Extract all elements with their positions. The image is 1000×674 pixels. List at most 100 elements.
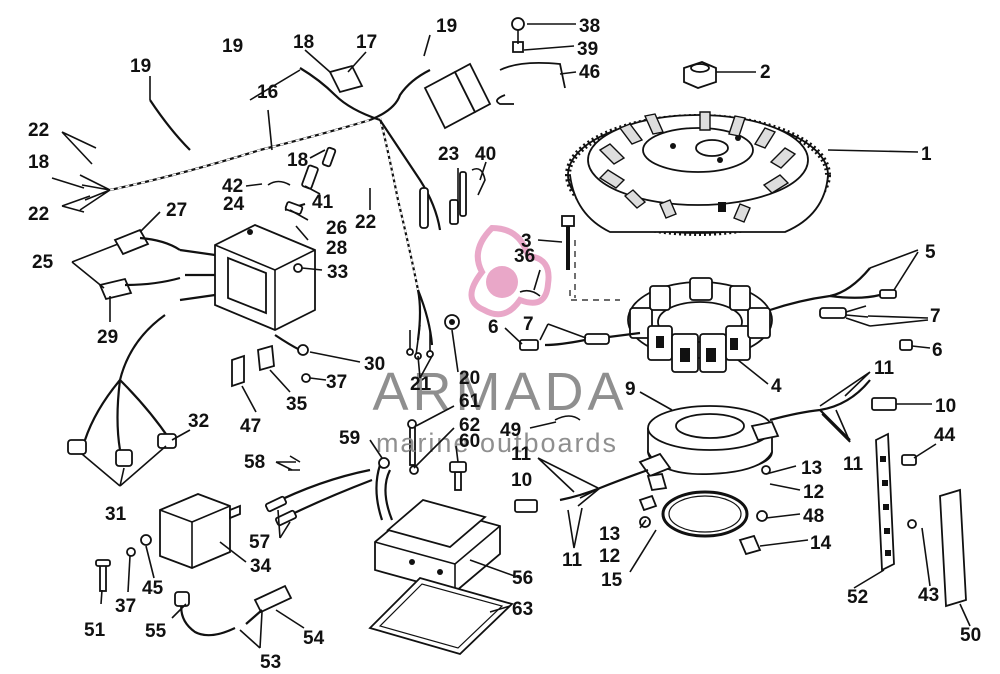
callout-52: 52 — [847, 587, 868, 608]
stator-screw — [561, 215, 575, 270]
callout-49: 49 — [500, 420, 521, 441]
callout-21: 21 — [410, 374, 432, 395]
callout-23: 23 — [438, 144, 459, 165]
callout-11b: 11 — [843, 454, 864, 475]
callout-33: 33 — [327, 262, 348, 283]
callout-46: 46 — [579, 62, 600, 83]
callout-3: 3 — [521, 231, 532, 252]
callout-28: 28 — [326, 238, 347, 259]
callout-38: 38 — [579, 16, 600, 37]
callout-4: 4 — [771, 376, 782, 397]
callout-19b: 19 — [222, 36, 243, 57]
callout-30: 30 — [364, 354, 385, 375]
callout-20: 20 — [459, 368, 480, 389]
callout-26: 26 — [326, 218, 347, 239]
callout-37b: 37 — [115, 596, 136, 617]
callout-36: 36 — [514, 246, 535, 267]
callout-35: 35 — [286, 394, 308, 415]
coil-screw — [95, 559, 111, 592]
callout-13a: 13 — [801, 458, 822, 479]
callout-7b: 7 — [930, 306, 941, 327]
callout-34: 34 — [250, 556, 272, 577]
stator — [627, 277, 773, 373]
callout-45: 45 — [142, 578, 164, 599]
callout-12a: 12 — [803, 482, 824, 503]
callout-7a: 7 — [523, 314, 534, 335]
callout-12b: 12 — [599, 546, 620, 567]
callout-18b: 18 — [28, 152, 49, 173]
callout-40: 40 — [475, 144, 496, 165]
callout-9: 9 — [625, 379, 636, 400]
callout-2: 2 — [760, 62, 771, 83]
callout-19c: 19 — [436, 16, 457, 37]
power-pack — [179, 224, 316, 331]
callout-59: 59 — [339, 428, 360, 449]
trigger-timer-base — [638, 405, 780, 492]
callout-53: 53 — [260, 652, 281, 673]
module-gasket — [368, 576, 514, 656]
callout-22c: 22 — [355, 212, 376, 233]
callout-11c: 11 — [511, 444, 532, 465]
callout-57: 57 — [249, 532, 270, 553]
callout-41: 41 — [312, 192, 334, 213]
callout-labels: 1 2 3 4 5 6 6 7 7 9 10 10 11 11 11 11 12… — [28, 16, 981, 673]
callout-6b: 6 — [932, 340, 943, 361]
propeller-logo-icon — [468, 224, 552, 318]
callout-51: 51 — [84, 620, 106, 641]
callout-13b: 13 — [599, 524, 620, 545]
callout-10a: 10 — [935, 396, 956, 417]
spark-plug-boot — [174, 584, 293, 637]
wire-harness — [79, 67, 442, 346]
callout-56: 56 — [512, 568, 533, 589]
callout-14: 14 — [810, 533, 832, 554]
terminal-strip — [875, 432, 895, 572]
callout-39: 39 — [577, 39, 598, 60]
spark-plug-lead — [67, 228, 181, 467]
callout-19a: 19 — [130, 56, 151, 77]
callout-15: 15 — [601, 570, 623, 591]
callout-32: 32 — [188, 411, 209, 432]
callout-43: 43 — [918, 585, 939, 606]
callout-42: 42 — [222, 176, 243, 197]
callout-11a: 11 — [874, 358, 895, 379]
callout-58: 58 — [244, 452, 265, 473]
rectifier-module — [374, 499, 501, 593]
callout-24: 24 — [223, 194, 245, 215]
brand-tagline: marine outboards — [376, 428, 618, 458]
callout-22b: 22 — [28, 204, 49, 225]
callout-16: 16 — [257, 82, 278, 103]
brand-watermark: ARMADA marine outboards — [372, 224, 624, 458]
callout-22a: 22 — [28, 120, 49, 141]
callout-54: 54 — [303, 628, 325, 649]
callout-62: 62 — [459, 415, 480, 436]
callout-29: 29 — [97, 327, 118, 348]
callout-11d: 11 — [562, 550, 583, 571]
terminal-cover — [939, 488, 967, 608]
callout-44: 44 — [934, 425, 956, 446]
callout-18c: 18 — [287, 150, 308, 171]
callout-63: 63 — [512, 599, 533, 620]
callout-18a: 18 — [293, 32, 314, 53]
bracket-clamp — [496, 17, 566, 105]
leader-lines — [51, 23, 971, 649]
callout-1: 1 — [921, 144, 932, 165]
callout-5: 5 — [925, 242, 936, 263]
callout-10b: 10 — [511, 470, 532, 491]
callout-31: 31 — [105, 504, 127, 525]
callout-60: 60 — [459, 431, 480, 452]
callout-50: 50 — [960, 625, 981, 646]
ignition-coil — [159, 493, 241, 569]
callout-37a: 37 — [326, 372, 347, 393]
callout-6a: 6 — [488, 317, 499, 338]
callout-47: 47 — [240, 416, 261, 437]
callout-48: 48 — [803, 506, 824, 527]
callout-55: 55 — [145, 621, 167, 642]
callout-17: 17 — [356, 32, 377, 53]
callout-27: 27 — [166, 200, 187, 221]
flywheel — [565, 111, 831, 236]
callout-25: 25 — [32, 252, 54, 273]
callout-61: 61 — [459, 391, 481, 412]
flywheel-nut — [683, 61, 717, 89]
